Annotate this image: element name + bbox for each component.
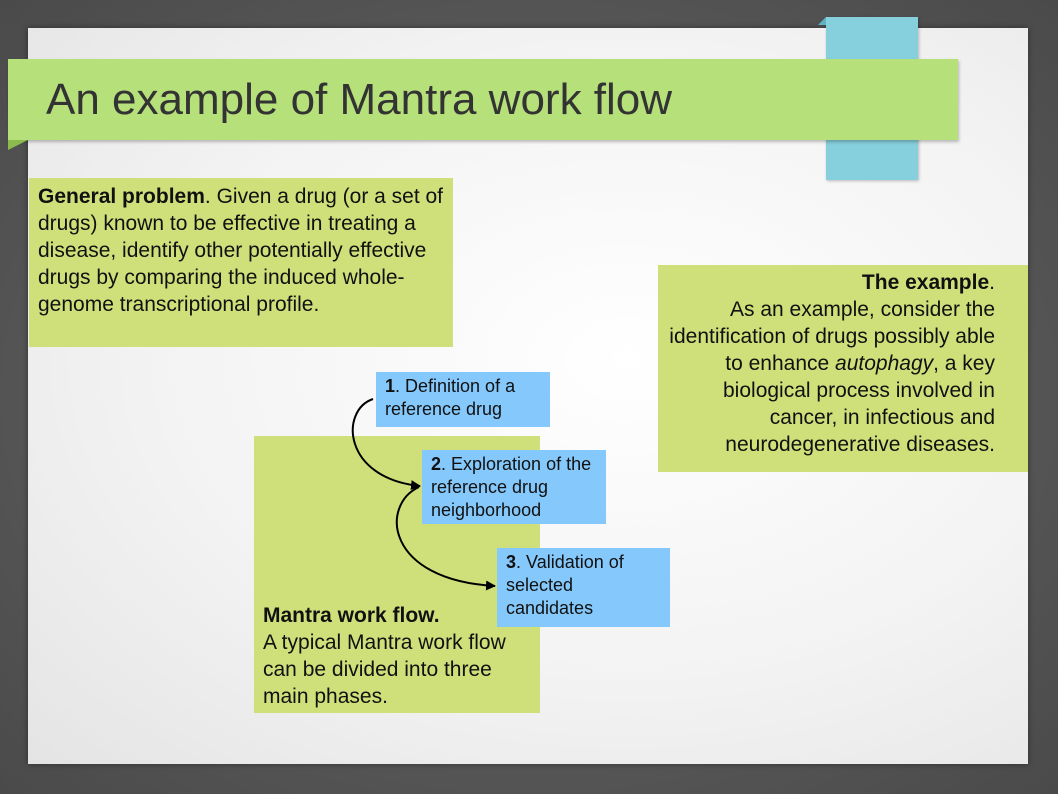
example-text-start: As an example, consider the identificati… — [669, 298, 995, 375]
step-3-number: 3 — [506, 552, 517, 572]
workflow-text: A typical Mantra work flow can be divide… — [263, 631, 506, 708]
workflow-heading: Mantra work flow. — [263, 604, 440, 627]
general-problem-box: General problem. Given a drug (or a set … — [29, 178, 453, 347]
workflow-step-1: 1. Definition of a reference drug — [376, 372, 550, 427]
slide-title: An example of Mantra work flow — [46, 75, 673, 124]
step-2-label: . Exploration of the reference drug neig… — [431, 454, 592, 520]
step-2-number: 2 — [431, 454, 442, 474]
title-banner: An example of Mantra work flow — [8, 59, 958, 150]
workflow-step-3: 3. Validation of selected candidates — [497, 548, 670, 627]
step-1-number: 1 — [385, 376, 396, 396]
general-problem-text: Given a drug (or a set of drugs) known t… — [38, 185, 444, 316]
example-text-end: , a key biological process involved in c… — [723, 352, 995, 456]
example-box: The example. As an example, consider the … — [658, 265, 1028, 472]
step-3-label: . Validation of selected candidates — [506, 552, 624, 618]
workflow-step-2: 2. Exploration of the reference drug nei… — [422, 450, 606, 524]
workflow-description: Mantra work flow. A typical Mantra work f… — [263, 602, 533, 710]
general-problem-heading: General problem — [38, 185, 205, 208]
general-problem-heading-period: . — [204, 185, 211, 208]
example-heading: The example — [861, 271, 990, 294]
example-heading-period: . — [989, 271, 995, 294]
step-1-label: . Definition of a reference drug — [385, 376, 516, 419]
example-text-italic: autophagy — [835, 352, 934, 375]
